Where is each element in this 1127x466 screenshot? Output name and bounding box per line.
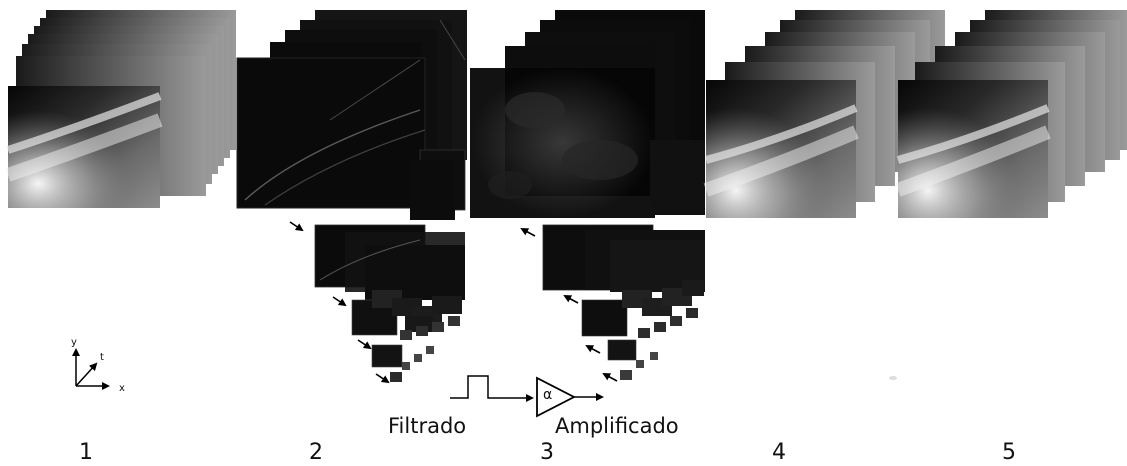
band-level-3 xyxy=(607,308,698,361)
band-level-4 xyxy=(620,352,658,380)
stage-number-4: 4 xyxy=(772,440,786,465)
stage-number-5: 5 xyxy=(1002,440,1016,465)
stage-number-1: 1 xyxy=(79,440,93,465)
stage-3-amplified-pyramid xyxy=(470,10,705,382)
level-0-tail-stack xyxy=(410,149,466,220)
stage-1-frame-stack xyxy=(5,10,236,208)
filter-label: Filtrado xyxy=(388,414,467,438)
amplifier-triangle-icon xyxy=(536,376,604,418)
front-frame xyxy=(5,86,163,208)
axis-t-label: t xyxy=(100,352,104,363)
stage-2-filtered-pyramid xyxy=(236,10,467,384)
square-pulse-icon xyxy=(450,375,534,402)
axis-y-label: y xyxy=(71,337,77,348)
level-2-stack xyxy=(351,290,462,336)
level-arrows xyxy=(289,221,390,384)
band-stack xyxy=(470,10,705,218)
stage-number-3: 3 xyxy=(540,440,554,465)
axes-icon xyxy=(72,348,110,390)
axis-x-label: x xyxy=(119,383,125,394)
level-3-stack xyxy=(371,316,460,368)
gain-symbol: α xyxy=(543,387,553,403)
amplify-label: Amplificado xyxy=(555,414,679,438)
stage-number-2: 2 xyxy=(309,440,323,465)
level-0-stack xyxy=(236,10,467,209)
band-level-arrows xyxy=(520,228,618,382)
band-level-2 xyxy=(581,280,704,337)
level-1-stack xyxy=(314,224,465,300)
band-level-1 xyxy=(542,224,705,292)
stage-5-frame-stack xyxy=(889,10,1127,380)
level-4-stack xyxy=(390,346,434,382)
